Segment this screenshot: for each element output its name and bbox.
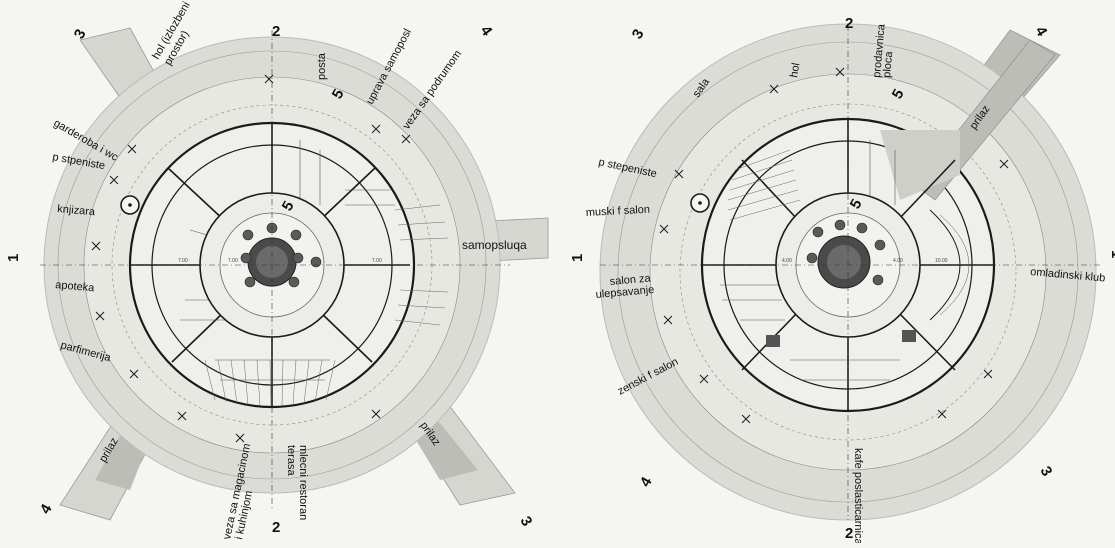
right-section-mark-1-right: 1 <box>1108 250 1115 258</box>
label-ulepsavanje: ulepsavanje <box>595 284 655 301</box>
label-ploca: ploca <box>881 50 895 78</box>
left-section-mark-1: 1 <box>5 254 22 262</box>
label-hol-right: hol <box>788 62 802 79</box>
left-floor-plan: 7.00 7.00 7.00 hol (izlozbeni prostor) p… <box>5 0 549 541</box>
left-section-mark-4-top: 4 <box>477 23 496 40</box>
left-section-mark-2-top: 2 <box>272 23 280 40</box>
right-section-mark-3-bottom: 3 <box>1037 464 1056 480</box>
left-section-crosses <box>91 74 411 443</box>
right-dimension-3: 10.00 <box>935 258 948 264</box>
right-section-mark-3-top: 3 <box>629 26 648 42</box>
label-samoposluga: samopsluqa <box>462 238 527 252</box>
left-section-mark-2-bottom: 2 <box>272 519 280 536</box>
right-dimension-2: 4.00 <box>893 258 903 264</box>
right-floor-plan: 4.00 4.00 10.00 sala hol prodavnica ploc… <box>569 15 1115 545</box>
right-section-mark-1-left: 1 <box>569 254 586 262</box>
label-mlecni-restoran: mlecni restoran <box>297 445 309 520</box>
right-columns <box>806 219 886 286</box>
left-dimension-2: 7.00 <box>228 258 238 264</box>
left-section-mark-4-bottom: 4 <box>37 501 56 517</box>
label-posta: posta <box>316 52 328 80</box>
label-kafe-poslasticarnica: kafe poslasticarnica <box>852 448 864 543</box>
right-section-mark-2-bottom: 2 <box>845 525 853 542</box>
label-apoteka: apoteka <box>55 279 96 294</box>
label-knjizara: knjizara <box>57 203 97 218</box>
left-columns <box>240 222 322 288</box>
left-section-mark-3-bottom: 3 <box>517 514 536 530</box>
right-dimension-1: 4.00 <box>782 258 792 264</box>
label-prodavnica: prodavnica <box>871 23 888 79</box>
left-section-mark-3-top: 3 <box>71 26 90 42</box>
left-dimension-1: 7.00 <box>178 258 188 264</box>
label-muski-salon: muski f salon <box>586 204 651 219</box>
right-section-mark-4-top: 4 <box>1032 24 1051 40</box>
label-terasa: terasa <box>285 445 297 476</box>
label-salon-za: salon za <box>609 272 652 288</box>
left-dimension-3: 7.00 <box>372 258 382 264</box>
right-section-crosses <box>659 67 1009 424</box>
right-section-mark-2-top: 2 <box>845 15 853 32</box>
right-section-mark-4-bottom: 4 <box>637 474 656 490</box>
